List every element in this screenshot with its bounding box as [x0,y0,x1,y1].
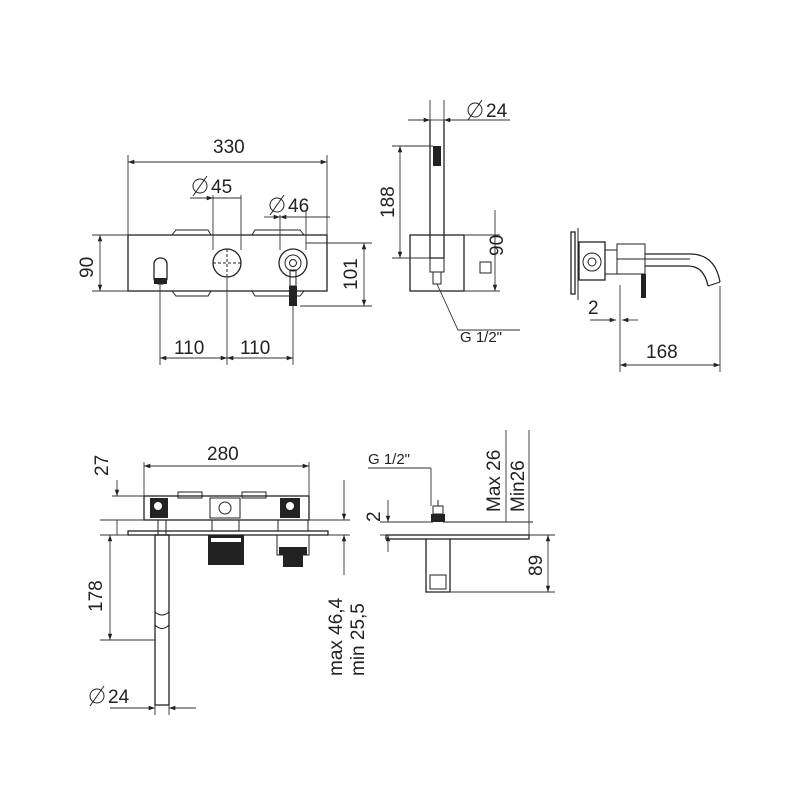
dim-dia-46: 46 [288,196,309,217]
wall-plate [570,231,576,295]
dim-height-178: 178 [86,580,107,612]
spout-outlet [153,257,168,285]
bottom-front-view: 280 27 178 max 46,4 min 25,5 24 [86,444,369,715]
dim-height-27: 27 [92,455,113,476]
dim-height-90: 90 [487,235,508,256]
dim-height-89: 89 [526,555,547,576]
dim-spacing-left-110: 110 [174,338,204,359]
dim-width-330: 330 [213,137,245,158]
top-front-view: 330 45 46 90 101 110 110 [77,137,372,365]
dim-spacing-right-110: 110 [240,338,270,359]
top-side-view: 24 188 90 G 1/2" [378,99,520,346]
bottom-side-view: G 1/2" 2 Max 26 Min26 89 [364,430,555,593]
dim-dia-24: 24 [486,101,508,122]
spout-curve [645,253,721,283]
dim-width-280: 280 [207,444,239,465]
dim-offset-2: 2 [364,511,385,522]
thread-label: G 1/2" [368,451,410,468]
dim-min-26: Min26 [508,460,529,512]
top-profile-view: 2 168 [570,228,721,372]
dim-offset-2: 2 [588,298,599,319]
front-plate [127,234,328,292]
side-bottom-plate [385,534,530,540]
diverter-knob [212,248,242,278]
diameter-symbol [467,99,483,121]
dim-max-46-4: max 46,4 [326,597,347,676]
mixer-handle [278,248,308,306]
dim-height-90: 90 [77,257,98,278]
diameter-symbol [269,194,285,216]
dim-max-26: Max 26 [484,450,505,512]
dim-height-188: 188 [378,186,399,218]
diameter-symbol [89,685,105,707]
thread-label: G 1/2" [460,329,502,346]
hand-shower-bar [154,534,170,706]
dim-dia-24: 24 [108,687,130,708]
dim-height-101: 101 [341,258,362,290]
dim-depth-168: 168 [646,342,678,363]
side-plate [409,234,465,292]
dim-min-25-5: min 25,5 [348,603,369,676]
diameter-symbol [192,175,208,197]
dim-dia-45: 45 [211,177,232,198]
